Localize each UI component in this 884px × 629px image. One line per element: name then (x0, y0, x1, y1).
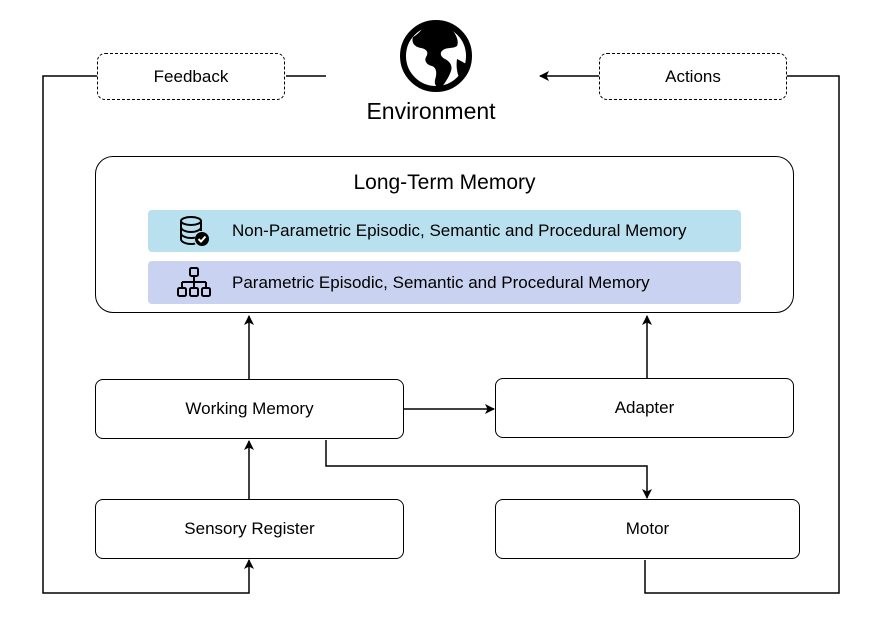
non-parametric-memory-band: Non-Parametric Episodic, Semantic and Pr… (148, 210, 741, 252)
hierarchy-icon (174, 263, 214, 303)
environment-label: Environment (366, 98, 496, 124)
sensory-register-label: Sensory Register (184, 519, 315, 538)
adapter-label: Adapter (614, 398, 675, 417)
working-memory-label: Working Memory (185, 399, 314, 418)
motor-box: Motor (495, 499, 800, 559)
actions-label: Actions (665, 66, 721, 86)
database-check-icon (174, 211, 214, 251)
motor-label: Motor (625, 519, 670, 538)
globe-icon (400, 20, 472, 92)
feedback-box: Feedback (97, 53, 285, 100)
working-memory-to-motor-connector (325, 440, 652, 499)
feedback-to-sensory-connector (42, 75, 254, 594)
long-term-memory-title: Long-Term Memory (353, 171, 536, 194)
parametric-memory-band: Parametric Episodic, Semantic and Proced… (148, 261, 741, 304)
non-parametric-memory-label: Non-Parametric Episodic, Semantic and Pr… (232, 221, 687, 240)
motor-to-actions-connector (644, 75, 840, 594)
actions-box: Actions (599, 53, 787, 100)
adapter-box: Adapter (495, 378, 794, 438)
sensory-register-box: Sensory Register (95, 499, 404, 559)
parametric-memory-label: Parametric Episodic, Semantic and Proced… (232, 272, 650, 292)
working-memory-box: Working Memory (95, 379, 404, 439)
feedback-label: Feedback (153, 66, 229, 86)
